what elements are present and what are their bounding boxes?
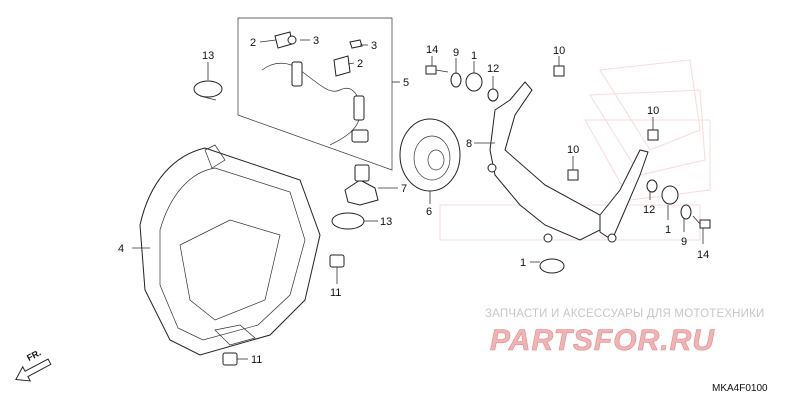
bolt-10-top [553,65,565,77]
callout-10-top: 10 [553,45,565,57]
clamp-upper [193,80,223,101]
callout-14-left: 14 [426,44,438,56]
callout-10-mid: 10 [567,144,579,156]
washer-9-right [680,204,692,220]
bolt-14-left [425,65,449,75]
callout-7: 7 [401,183,407,195]
diagram-code: MKA4F0100 [712,383,768,394]
bulb [344,164,379,206]
grommet-1-left [465,72,483,92]
callout-3-upper: 3 [313,35,319,47]
grommet-1-right [661,185,679,205]
callout-1-left: 1 [471,50,477,62]
bolt-10-right [647,129,659,141]
grommet-1-bottom [539,258,565,274]
callout-11-lower: 11 [251,354,262,366]
front-arrow: FR. [15,347,52,382]
bolt-14-right [692,215,711,229]
watermark-caption: ЗАПЧАСТИ И АКСЕССУАРЫ ДЛЯ МОТОТЕХНИКИ [485,308,765,320]
callout-labels: 4 13 2 3 3 2 5 7 13 6 11 11 14 9 1 12 10… [118,35,709,366]
bolt-10-mid [567,169,579,181]
callout-13-upper: 13 [202,50,214,62]
callout-1-right: 1 [665,224,671,236]
clamp-lower [331,212,365,230]
leader-lines [132,39,704,360]
washer-9-left [450,72,462,88]
callout-9-right: 9 [681,236,687,248]
dust-cover [399,118,461,192]
callout-5: 5 [403,77,409,89]
headlight-stay [487,81,649,243]
callout-1-bottom: 1 [520,257,526,269]
callout-9-left: 9 [453,47,459,59]
front-label: FR. [25,347,42,363]
watermark-logo: PARTSFOR.RU [490,324,715,357]
headlight-unit [139,144,321,356]
callout-6: 6 [426,206,432,218]
clip-lower [222,352,238,366]
callout-4: 4 [118,243,124,255]
callout-8: 8 [466,138,472,150]
callout-3-lower: 3 [371,40,377,52]
callout-11-upper: 11 [330,287,341,299]
callout-12-left: 12 [487,63,499,75]
callout-13-lower: 13 [380,216,392,228]
callout-2-lower: 2 [357,58,363,70]
callout-12-right: 12 [643,204,655,216]
callout-14-right: 14 [697,249,709,261]
collar-12-left [487,88,499,102]
callout-2-upper: 2 [250,37,256,49]
collar-12-right [646,179,658,193]
wire-harness-group [237,17,393,171]
callout-10-right: 10 [647,105,659,117]
clip-upper [329,254,345,268]
